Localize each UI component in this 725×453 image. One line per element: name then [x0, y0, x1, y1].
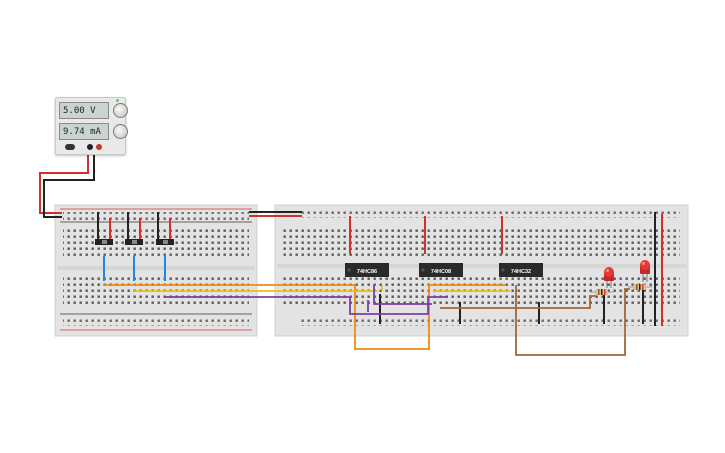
- chip-74hc08[interactable]: 74HC08: [419, 263, 463, 277]
- power-supply[interactable]: 5.00 V 9.74 mA: [55, 97, 128, 155]
- negative-terminal[interactable]: [87, 144, 93, 150]
- power-switch[interactable]: [65, 144, 75, 150]
- chip-label: 74HC32: [511, 269, 531, 275]
- led-2: [640, 260, 650, 282]
- chip-74hc86[interactable]: 74HC86: [345, 263, 389, 277]
- voltage-display: 5.00 V: [59, 102, 109, 119]
- positive-terminal[interactable]: [96, 144, 102, 150]
- psu-leads[interactable]: [39, 150, 302, 218]
- breadboard-small[interactable]: [54, 204, 258, 337]
- resistors[interactable]: [590, 284, 652, 295]
- status-led-icon: [116, 99, 119, 102]
- chip-label: 74HC86: [357, 269, 377, 275]
- slide-switches[interactable]: [95, 239, 174, 245]
- signal-wires[interactable]: [104, 283, 630, 356]
- current-knob[interactable]: [113, 124, 128, 139]
- small-board-jumpers[interactable]: [97, 212, 171, 281]
- chip-74hc32[interactable]: 74HC32: [499, 263, 543, 277]
- leds[interactable]: [604, 260, 650, 288]
- chip-label: 74HC08: [431, 269, 451, 275]
- large-board-power-wires[interactable]: [349, 212, 663, 326]
- led-1: [604, 267, 614, 288]
- breadboard-large[interactable]: [274, 204, 689, 337]
- voltage-knob[interactable]: [113, 103, 128, 118]
- current-display: 9.74 mA: [59, 123, 109, 140]
